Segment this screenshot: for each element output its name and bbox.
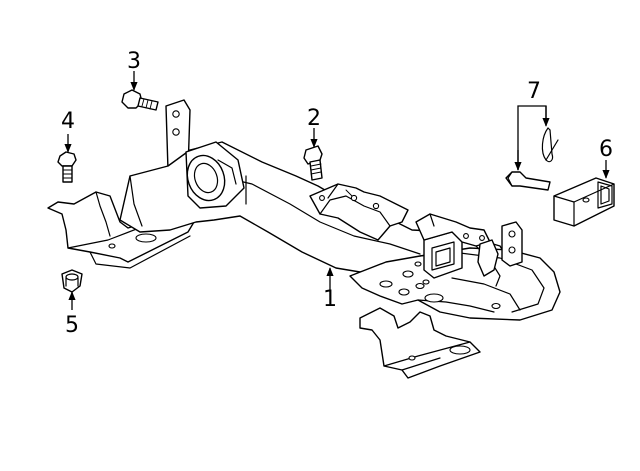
bolt-part-3 — [121, 89, 159, 111]
callout-3: 3 — [127, 49, 141, 91]
callout-6: 6 — [599, 137, 613, 179]
callout-label-1: 1 — [323, 287, 337, 312]
callout-label-2: 2 — [307, 106, 321, 131]
callout-5: 5 — [65, 291, 79, 338]
bolt-part-2 — [303, 145, 323, 181]
callout-4: 4 — [61, 109, 75, 153]
hitch-pin-part-7 — [505, 171, 551, 191]
callout-label-5: 5 — [65, 313, 79, 338]
receiver-tube-part-6 — [553, 177, 615, 227]
hitch-clip-part-7 — [541, 127, 559, 163]
hitch-frame — [47, 99, 561, 379]
callout-2: 2 — [307, 106, 321, 148]
callout-label-3: 3 — [127, 49, 141, 74]
callout-label-6: 6 — [599, 137, 613, 162]
callout-7: 7 — [514, 79, 550, 171]
callout-label-4: 4 — [61, 109, 75, 134]
bolt-part-4 — [57, 151, 77, 183]
callout-label-7: 7 — [527, 79, 541, 104]
nut-part-5 — [61, 269, 83, 293]
callout-1: 1 — [323, 267, 337, 312]
